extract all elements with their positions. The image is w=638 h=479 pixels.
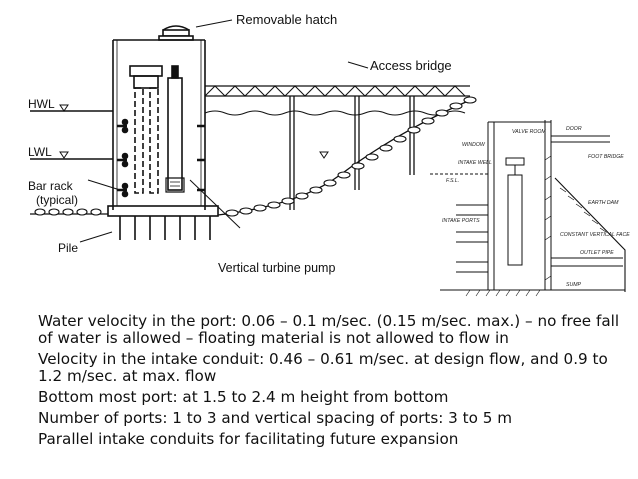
inset-door-label: DOOR [566,126,582,132]
inset-sump-label: SUMP [566,282,582,288]
pile-label: Pile [58,241,78,255]
inset-intake-well-label: INTAKE WELL [458,160,492,166]
inset-fsl-label: F.S.L. [446,178,459,184]
lwl-label: LWL [28,145,52,159]
access-bridge-label: Access bridge [370,58,452,73]
inset-foot-bridge-label: FOOT BRIDGE [588,154,624,160]
bullet-list: Water velocity in the port: 0.06 – 0.1 m… [38,313,628,452]
removable-hatch-label: Removable hatch [236,12,337,27]
bullet-bottom-port: Bottom most port: at 1.5 to 2.4 m height… [38,388,449,406]
bullet-conduit-velocity: Velocity in the intake conduit: 0.46 – 0… [38,350,608,385]
inset-drawing [430,120,626,297]
bar-rack-sub-label: (typical) [36,193,78,207]
embankment [30,96,477,217]
inset-window-label: WINDOW [462,142,486,148]
water-levels [30,104,113,160]
intake-diagram: Removable hatch Access bridge HWL LWL Ba… [28,12,630,297]
inset-vertical-face-label: CONSTANT VERTICAL FACE [560,232,630,238]
inset-earth-dam-label: EARTH DAM [588,200,619,206]
hwl-label: HWL [28,97,55,111]
bar-rack-label: Bar rack [28,179,74,193]
leader-lines [79,19,369,243]
vertical-turbine-pump-label: Vertical turbine pump [218,261,335,275]
intake-tower [107,25,219,240]
bullet-number-of-ports: Number of ports: 1 to 3 and vertical spa… [38,409,513,427]
inset-outlet-pipe-label: OUTLET PIPE [580,250,614,256]
inset-intake-ports-label: INTAKE PORTS [442,218,480,224]
inset-valve-room-label: VALVE ROOM [512,129,546,135]
bullet-parallel-conduits: Parallel intake conduits for facilitatin… [38,430,459,448]
access-bridge [204,85,470,210]
bullet-port-velocity: Water velocity in the port: 0.06 – 0.1 m… [38,312,620,347]
